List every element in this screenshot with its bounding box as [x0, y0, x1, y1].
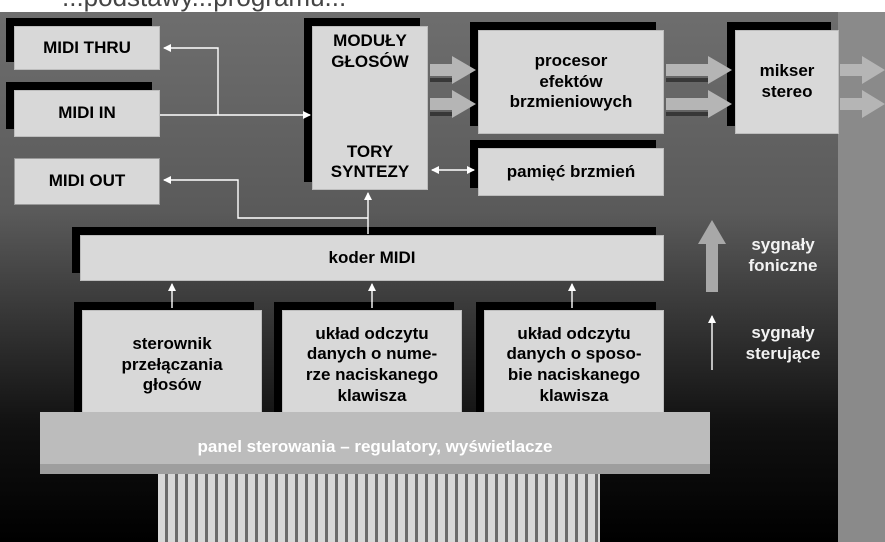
procesor-line2: efektów	[539, 71, 603, 91]
uklad1-line2: danych o nume-	[306, 344, 438, 364]
thick-arrow-mikser-out-2	[840, 90, 885, 118]
moduly-line2: GŁOSÓW	[331, 51, 409, 71]
uklad-numer-box: układ odczytu danych o nume- rze naciska…	[282, 310, 462, 420]
midi-in-box: MIDI IN	[14, 90, 160, 137]
procesor-efektow-box: procesor efektów brzmieniowych	[478, 30, 664, 134]
mikser-stereo-box: mikser stereo	[735, 30, 839, 134]
koder-label: koder MIDI	[328, 247, 416, 267]
pamiec-label: pamięć brzmień	[506, 161, 636, 181]
tory-line1: TORY	[346, 141, 394, 161]
legend-ster-line2: sterujące	[745, 344, 821, 364]
uklad2-line4: klawisza	[539, 385, 609, 405]
uklad1-line4: klawisza	[337, 385, 407, 405]
midi-thru-box: MIDI THRU	[14, 26, 160, 70]
procesor-line3: brzmieniowych	[509, 92, 633, 112]
legend-fonic-line2: foniczne	[748, 256, 818, 276]
thick-arrow-moduly-procesor-1	[430, 56, 476, 84]
arrow-koder-to-midi-out	[163, 176, 368, 219]
thick-arrow-procesor-mikser-1	[666, 56, 732, 84]
title-fragment: ...podstawy...programu...	[62, 0, 346, 12]
uklad-sposob-box: układ odczytu danych o sposo- bie nacisk…	[484, 310, 664, 420]
legend-ster-line1: sygnały	[751, 323, 815, 342]
uklad2-line2: danych o sposo-	[506, 344, 642, 364]
moduly-glosow-box: MODUŁY GŁOSÓW TORY SYNTEZY	[312, 26, 428, 190]
sterownik-line3: głosów	[142, 375, 202, 395]
legend-fonic-line1: sygnały	[751, 235, 815, 254]
legend-thick-arrow	[698, 220, 726, 292]
thick-arrow-mikser-out-1	[840, 56, 885, 84]
uklad1-line1: układ odczytu	[315, 323, 429, 343]
title-fragment-strip: ...podstawy...programu...	[0, 0, 885, 12]
uklad2-line3: bie naciskanego	[507, 365, 641, 384]
midi-out-box: MIDI OUT	[14, 158, 160, 205]
control-panel-label: panel sterowania – regulatory, wyświetla…	[197, 437, 553, 456]
mikser-line2: stereo	[761, 82, 813, 101]
koder-midi-box: koder MIDI	[80, 235, 664, 281]
sterownik-line1: sterownik	[132, 333, 212, 353]
legend-ster-label: sygnały sterujące	[728, 322, 838, 365]
keyboard-keys	[158, 474, 600, 542]
sterownik-box: sterownik przełączania głosów	[82, 310, 262, 420]
thick-arrow-moduly-procesor-2	[430, 90, 476, 118]
thick-arrow-procesor-mikser-2	[666, 90, 732, 118]
midi-in-label: MIDI IN	[58, 103, 116, 123]
sterownik-line2: przełączania	[121, 354, 223, 374]
midi-thru-label: MIDI THRU	[43, 37, 131, 57]
arrow-to-midi-thru	[163, 44, 219, 115]
moduly-glosow-label: MODUŁY GŁOSÓW	[331, 31, 408, 72]
procesor-line1: procesor	[534, 50, 608, 70]
uklad2-line1: układ odczytu	[517, 323, 631, 343]
uklad1-line3: rze naciskanego	[305, 365, 439, 384]
tory-syntezy-label: TORY SYNTEZY	[331, 142, 409, 183]
pamiec-brzmien-box: pamięć brzmień	[478, 148, 664, 196]
tory-line2: SYNTEZY	[330, 162, 410, 182]
mikser-line1: mikser	[759, 61, 815, 81]
midi-out-label: MIDI OUT	[48, 171, 126, 191]
moduly-line1: MODUŁY	[333, 31, 407, 50]
control-panel-bar	[40, 412, 710, 474]
legend-fonic-label: sygnały foniczne	[728, 234, 838, 277]
